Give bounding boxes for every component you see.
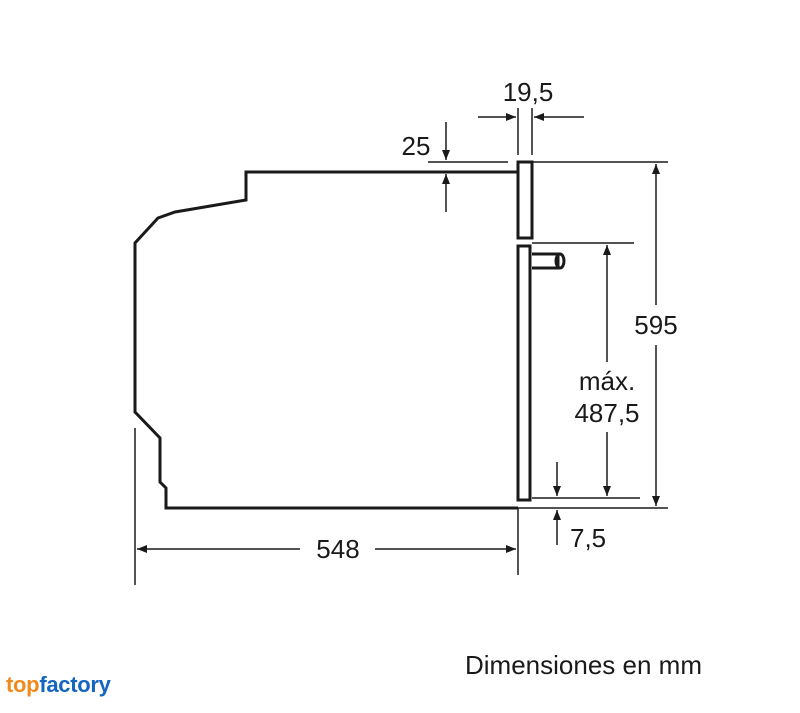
brand-logo-part1: top [6, 672, 40, 697]
brand-logo: topfactory [6, 672, 111, 698]
label-height: 595 [634, 310, 677, 340]
oven-knob [532, 252, 560, 270]
oven-knob-cap [554, 252, 566, 270]
oven-body-outline [133, 170, 518, 510]
label-max-inner-title: máx. [579, 366, 635, 396]
label-front-panel: 19,5 [503, 77, 554, 107]
oven-door [516, 244, 532, 502]
brand-logo-part2: factory [39, 672, 111, 697]
label-depth: 548 [316, 534, 359, 564]
label-max-inner-value: 487,5 [574, 398, 639, 428]
units-caption: Dimensiones en mm [465, 650, 702, 680]
label-top-gap: 25 [402, 131, 431, 161]
oven-front-panel [516, 160, 534, 240]
label-bottom-gap: 7,5 [570, 523, 606, 553]
